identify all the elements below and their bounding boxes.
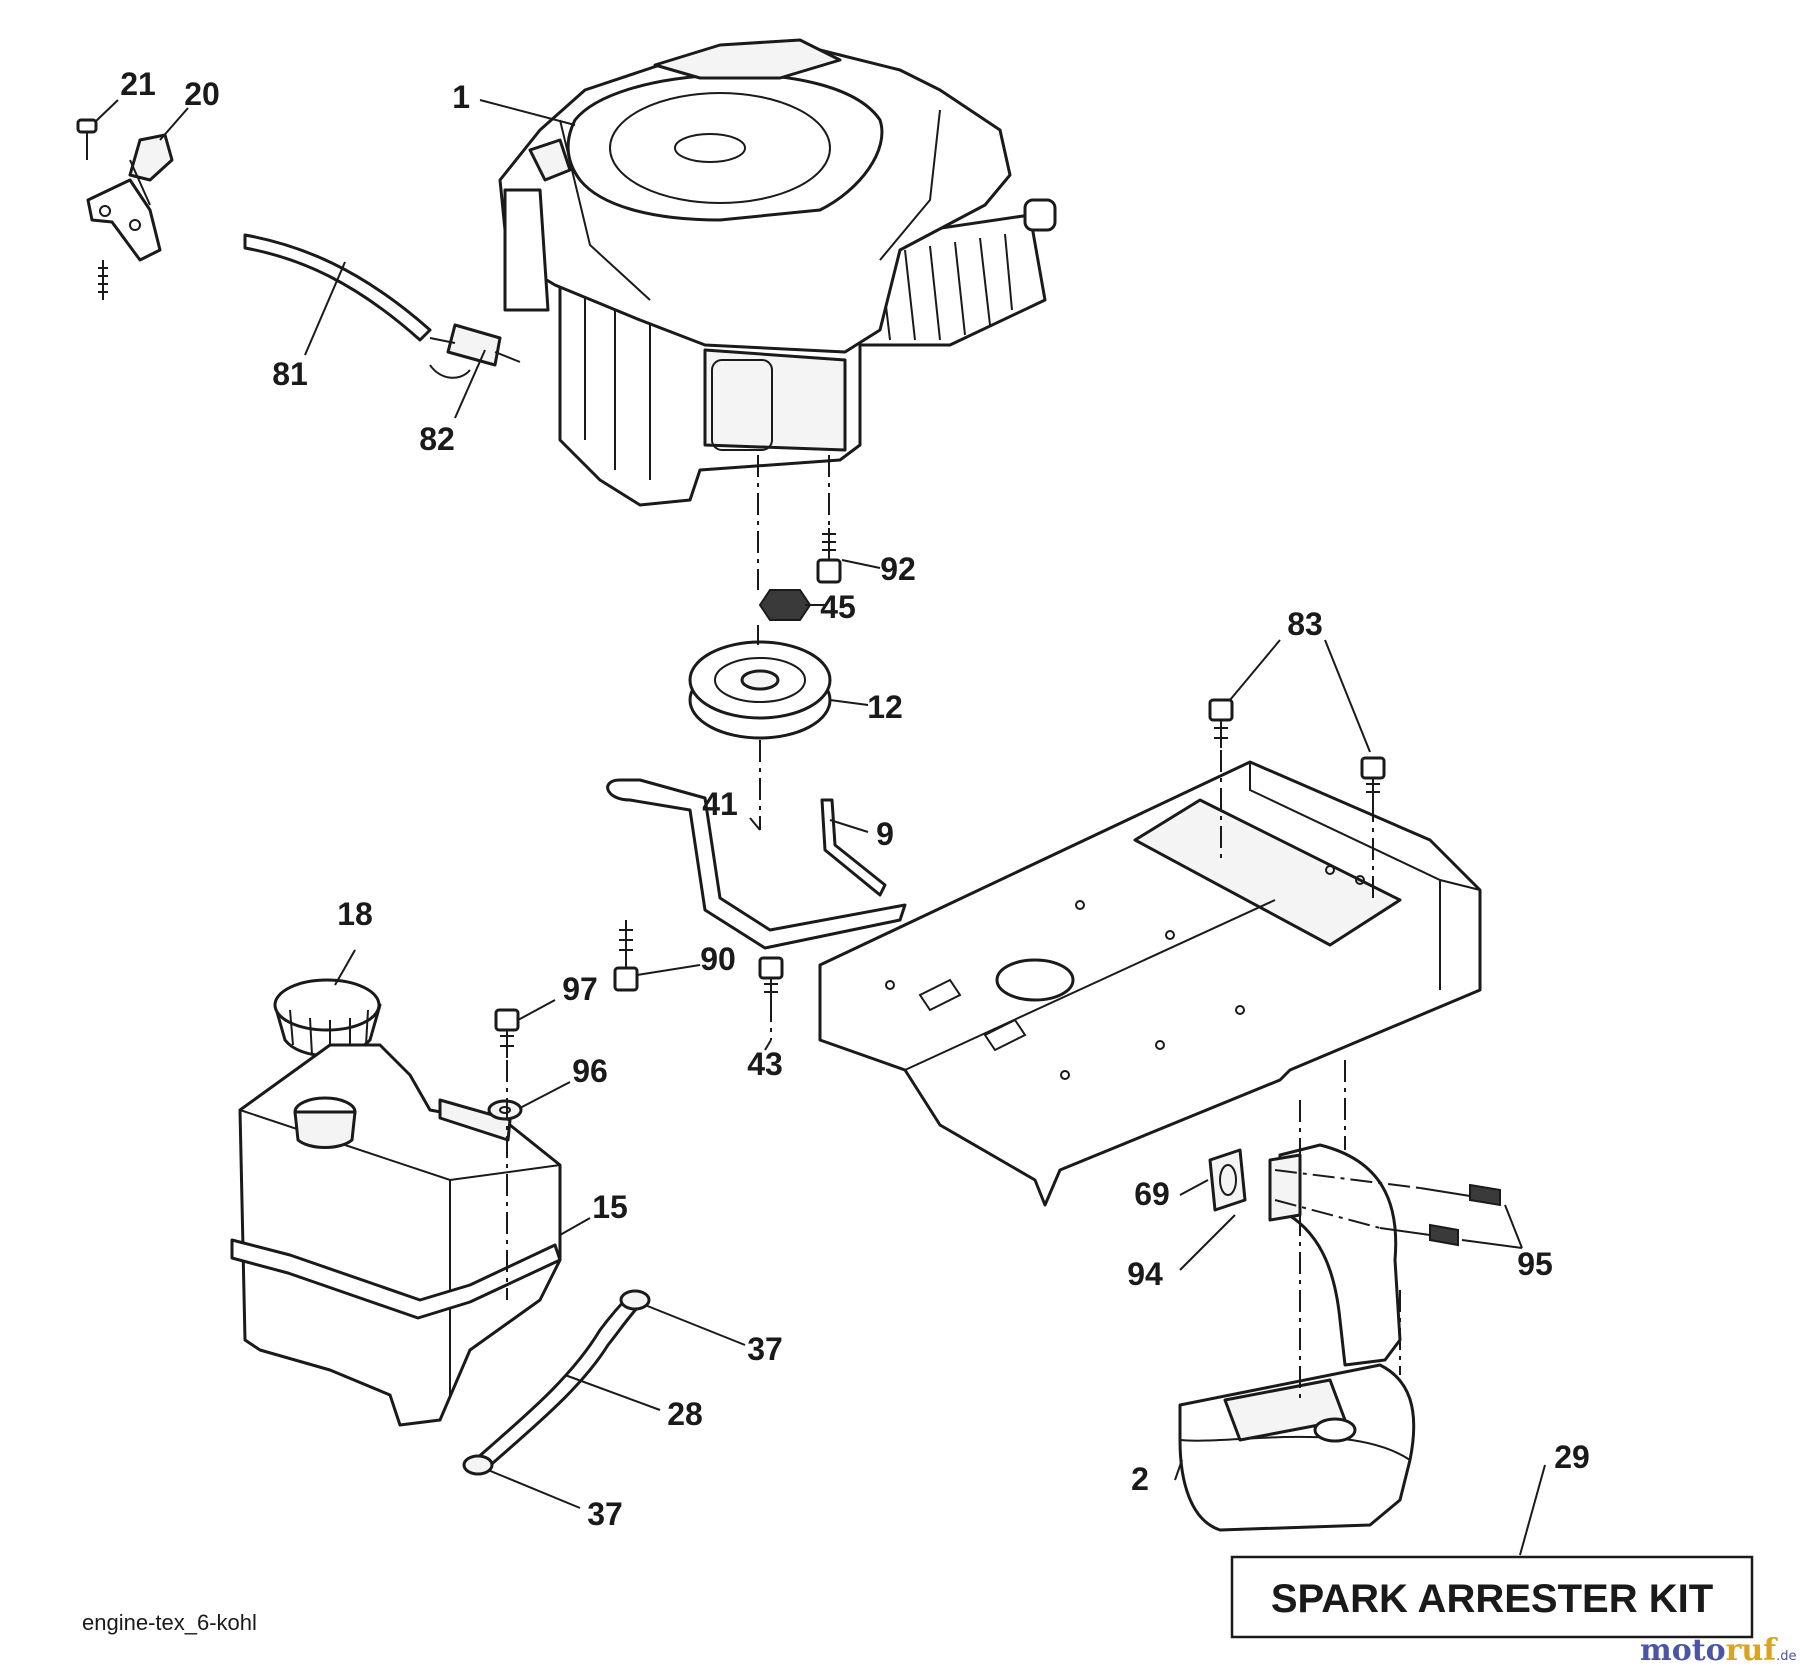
callout-97: 97 bbox=[562, 971, 598, 1007]
callout-18: 18 bbox=[337, 896, 373, 932]
washer-part bbox=[487, 1099, 523, 1121]
callout-1: 1 bbox=[452, 79, 470, 115]
watermark-part1: moto bbox=[1640, 1633, 1726, 1668]
callout-41: 41 bbox=[702, 786, 738, 822]
callout-28: 28 bbox=[667, 1396, 703, 1432]
centerlines bbox=[506, 455, 1421, 1400]
watermark-part2: ruf bbox=[1726, 1633, 1779, 1668]
callout-15: 15 bbox=[592, 1189, 628, 1225]
mounting-bolt-90-part bbox=[613, 920, 639, 992]
tube-part bbox=[820, 798, 887, 897]
callout-37-top: 37 bbox=[747, 1331, 783, 1367]
callout-45: 45 bbox=[820, 589, 856, 625]
callout-92: 92 bbox=[880, 551, 916, 587]
callout-2: 2 bbox=[1131, 1461, 1149, 1497]
throttle-control-part bbox=[76, 118, 174, 300]
mounting-bolt-43-part bbox=[758, 956, 784, 1000]
engine-part bbox=[498, 38, 1057, 507]
watermark-logo: motoruf.de bbox=[1640, 1633, 1797, 1668]
callout-90: 90 bbox=[700, 941, 736, 977]
spark-arrester-kit-label: SPARK ARRESTER KIT bbox=[1271, 1577, 1713, 1621]
callout-12: 12 bbox=[867, 689, 903, 725]
callout-96: 96 bbox=[572, 1053, 608, 1089]
callout-43: 43 bbox=[747, 1046, 783, 1082]
rod-part bbox=[606, 778, 907, 950]
fuel-tank-part bbox=[230, 1043, 562, 1427]
callout-9: 9 bbox=[876, 816, 894, 852]
callout-83: 83 bbox=[1287, 606, 1323, 642]
engine-bolt-part bbox=[816, 528, 842, 584]
fuel-line-part bbox=[462, 1289, 651, 1476]
frame-plate-part bbox=[818, 760, 1482, 1207]
fuel-hose-part bbox=[243, 233, 521, 379]
muffler-part bbox=[1178, 1363, 1416, 1532]
exhaust-pipe-part bbox=[1268, 1143, 1402, 1367]
exhaust-gasket-part bbox=[1208, 1148, 1247, 1212]
callout-37-bottom: 37 bbox=[587, 1496, 623, 1532]
watermark-suffix: .de bbox=[1776, 1649, 1796, 1664]
callout-81: 81 bbox=[272, 356, 308, 392]
callout-21: 21 bbox=[120, 66, 156, 102]
callout-94: 94 bbox=[1127, 1256, 1163, 1292]
nut-part bbox=[758, 589, 812, 621]
diagram-caption: engine-tex_6-kohl bbox=[82, 1610, 257, 1635]
leader-lines bbox=[94, 99, 1546, 1556]
engine-pulley-part bbox=[688, 640, 832, 740]
callout-labels: 1 21 20 81 82 92 45 12 41 9 90 43 18 97 … bbox=[120, 66, 1590, 1532]
exhaust-bolt-part bbox=[1379, 1183, 1501, 1247]
callout-69: 69 bbox=[1134, 1176, 1170, 1212]
tank-bolt-part bbox=[494, 1008, 520, 1058]
spark-arrester-kit-box: SPARK ARRESTER KIT bbox=[1230, 1555, 1754, 1639]
callout-29: 29 bbox=[1554, 1439, 1590, 1475]
frame-bolt-part bbox=[1208, 698, 1386, 800]
svg-text:motoruf.de: motoruf.de bbox=[1640, 1633, 1797, 1668]
callout-82: 82 bbox=[419, 421, 455, 457]
callout-20: 20 bbox=[184, 76, 220, 112]
callout-95: 95 bbox=[1517, 1246, 1553, 1282]
